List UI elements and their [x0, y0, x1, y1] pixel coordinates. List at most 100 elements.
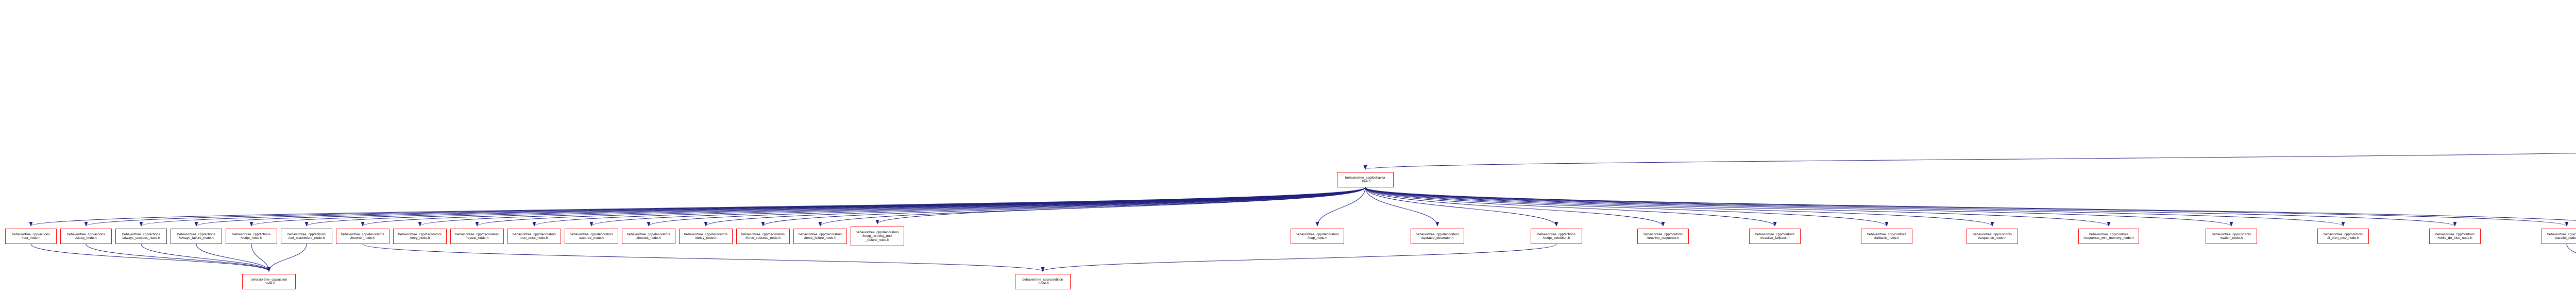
graph-edge	[475, 187, 1366, 227]
graph-node-label: behaviortree_cpp/decorators /subtree_nod…	[570, 232, 613, 240]
graph-node-b17[interactable]: behaviortree_cpp/decorators /loop_node.h	[1291, 229, 1344, 244]
graph-node-label: behaviortree_cpp/decorators /force_succe…	[741, 232, 785, 240]
graph-edge	[361, 187, 1366, 227]
graph-node-label: behaviortree_cpp/controls /while_do_else…	[2435, 232, 2475, 240]
graph-node-label: behaviortree_cpp/actions /always_failure…	[177, 232, 215, 240]
graph-edge	[141, 244, 271, 272]
graph-edge	[1365, 187, 2576, 221]
graph-edge	[1365, 187, 2568, 227]
graph-node-label: behaviortree_cpp/decorators /updated_dec…	[1416, 232, 1459, 240]
graph-node-b26[interactable]: behaviortree_cpp/controls /if_then_else_…	[2317, 229, 2369, 244]
graph-node-label: behaviortree_cpp/controls /sequence_with…	[2083, 232, 2134, 240]
graph-node-b3[interactable]: behaviortree_cpp/actions /always_success…	[115, 229, 167, 244]
graph-node-label: behaviortree_cpp/actions /script_conditi…	[1537, 232, 1575, 240]
graph-node-label: behaviortree_cpp/controls /fallback_node…	[1867, 232, 1906, 240]
graph-edge	[1365, 187, 1889, 227]
graph-node-c1[interactable]: behaviortree_cpp/action _node.h	[242, 274, 296, 289]
graph-node-b9[interactable]: behaviortree_cpp/decorators /repeat_node…	[450, 229, 504, 244]
graph-node-b13[interactable]: behaviortree_cpp/decorators /delay_node.…	[679, 229, 733, 244]
graph-edge	[1041, 244, 1557, 272]
graph-edge	[250, 187, 1366, 227]
graph-node-b2[interactable]: behaviortree_cpp/actions /sleep_node.h	[60, 229, 112, 244]
graph-edge	[1365, 187, 1994, 227]
graph-node-b5[interactable]: behaviortree_cpp/actions /script_node.h	[226, 229, 277, 244]
graph-edge	[196, 244, 271, 272]
graph-edge	[818, 187, 1366, 227]
graph-edge	[84, 187, 1366, 227]
graph-node-label: behaviortree_cpp/action _node.h	[250, 277, 287, 285]
graph-node-label: behaviortree_cpp/decorators /run_once_no…	[513, 232, 556, 240]
graph-edge	[589, 187, 1366, 227]
graph-edge	[30, 244, 271, 272]
graph-node-label: behaviortree_cpp/decorators /loop_node.h	[1296, 232, 1339, 240]
graph-node-b16[interactable]: behaviortree_cpp/decorators /keep_runnin…	[851, 227, 904, 246]
graph-edge	[418, 187, 1366, 227]
graph-node-label: behaviortree_cpp/actions /sleep_node.h	[67, 232, 105, 240]
graph-edge	[251, 244, 271, 272]
graph-edge	[86, 244, 271, 272]
graph-edge	[1364, 152, 2576, 170]
graph-node-label: behaviortree_cpp/controls /reactive_fall…	[1755, 232, 1794, 240]
graph-node-label: behaviortree_cpp/condition _node.h	[1022, 277, 1063, 285]
graph-node-label: behaviortree_cpp/decorators /force_failu…	[799, 232, 842, 240]
graph-node-b22[interactable]: behaviortree_cpp/controls /fallback_node…	[1861, 229, 1912, 244]
graph-edge	[362, 244, 1045, 272]
graph-edge	[1365, 187, 1439, 227]
graph-edge	[1365, 187, 2457, 227]
graph-node-label: behaviortree_cpp/decorators /repeat_node…	[455, 232, 499, 240]
graph-node-b23[interactable]: behaviortree_cpp/controls /sequence_node…	[1967, 229, 2018, 244]
graph-node-label: behaviortree_cpp/actions /set_blackboard…	[287, 232, 326, 240]
graph-edge	[2566, 244, 2576, 253]
graph-edge	[1365, 187, 1665, 227]
graph-edge	[1365, 187, 1777, 227]
graph-node-b19[interactable]: behaviortree_cpp/actions /script_conditi…	[1531, 229, 1582, 244]
graph-node-b1[interactable]: behaviortree_cpp/actions /test_node.h	[5, 229, 57, 244]
graph-node-b6[interactable]: behaviortree_cpp/actions /set_blackboard…	[281, 229, 332, 244]
graph-edge	[704, 187, 1366, 227]
graph-edge	[1365, 187, 2345, 227]
graph-node-b18[interactable]: behaviortree_cpp/decorators /updated_dec…	[1411, 229, 1464, 244]
graph-node-b4[interactable]: behaviortree_cpp/actions /always_failure…	[171, 229, 222, 244]
graph-edge	[195, 187, 1366, 227]
graph-node-c2[interactable]: behaviortree_cpp/condition _node.h	[1015, 274, 1071, 289]
graph-node-b24[interactable]: behaviortree_cpp/controls /sequence_with…	[2078, 229, 2139, 244]
graph-node-n11[interactable]: behaviortree_cpp/behavior _tree.h	[1337, 172, 1394, 187]
graph-node-b12[interactable]: behaviortree_cpp/decorators /timeout_nod…	[622, 229, 675, 244]
graph-edge	[761, 187, 1366, 227]
graph-node-label: behaviortree_cpp/controls /sequence_node…	[1973, 232, 2012, 240]
graph-node-label: behaviortree_cpp/controls /switch_node.h	[2212, 232, 2251, 240]
graph-node-b27[interactable]: behaviortree_cpp/controls /while_do_else…	[2429, 229, 2481, 244]
graph-node-b8[interactable]: behaviortree_cpp/decorators /retry_node.…	[393, 229, 447, 244]
graph-node-b10[interactable]: behaviortree_cpp/decorators /run_once_no…	[507, 229, 561, 244]
graph-node-label: behaviortree_cpp/decorators /keep_runnin…	[856, 231, 899, 242]
graph-node-b7[interactable]: behaviortree_cpp/decorators /inverter_no…	[336, 229, 389, 244]
graph-node-b20[interactable]: behaviortree_cpp/controls /reactive_sequ…	[1637, 229, 1689, 244]
graph-edge	[1365, 187, 2111, 227]
graph-node-b21[interactable]: behaviortree_cpp/controls /reactive_fall…	[1749, 229, 1801, 244]
graph-edge	[304, 187, 1366, 227]
graph-node-label: behaviortree_cpp/decorators /inverter_no…	[341, 232, 384, 240]
graph-node-label: behaviortree_cpp/actions /always_success…	[122, 232, 160, 240]
graph-node-b11[interactable]: behaviortree_cpp/decorators /subtree_nod…	[565, 229, 618, 244]
graph-node-label: behaviortree_cpp/actions /test_node.h	[12, 232, 50, 240]
graph-edge	[532, 187, 1366, 227]
graph-node-b15[interactable]: behaviortree_cpp/decorators /force_failu…	[793, 229, 847, 244]
graph-node-label: behaviortree_cpp/decorators /timeout_nod…	[627, 232, 670, 240]
graph-edge	[29, 187, 1366, 227]
graph-node-label: behaviortree_cpp/controls /if_then_else_…	[2324, 232, 2363, 240]
graph-edge	[267, 244, 307, 272]
graph-node-b25[interactable]: behaviortree_cpp/controls /switch_node.h	[2206, 229, 2257, 244]
graph-node-b14[interactable]: behaviortree_cpp/decorators /force_succe…	[736, 229, 790, 244]
graph-edge	[1365, 187, 1558, 227]
graph-node-label: behaviortree_cpp/controls /reactive_sequ…	[1643, 232, 1683, 240]
graph-node-label: behaviortree_cpp/actions /script_node.h	[232, 232, 270, 240]
graph-edge	[140, 187, 1366, 227]
graph-node-b28[interactable]: behaviortree_cpp/controls /parallel_node…	[2541, 229, 2576, 244]
graph-edge	[875, 187, 1366, 224]
graph-edge	[1315, 187, 1366, 227]
graph-node-label: behaviortree_cpp/decorators /delay_node.…	[684, 232, 727, 240]
graph-node-label: behaviortree_cpp/controls /parallel_node…	[2547, 232, 2576, 240]
graph-node-label: behaviortree_cpp/behavior _tree.h	[1345, 176, 1386, 183]
